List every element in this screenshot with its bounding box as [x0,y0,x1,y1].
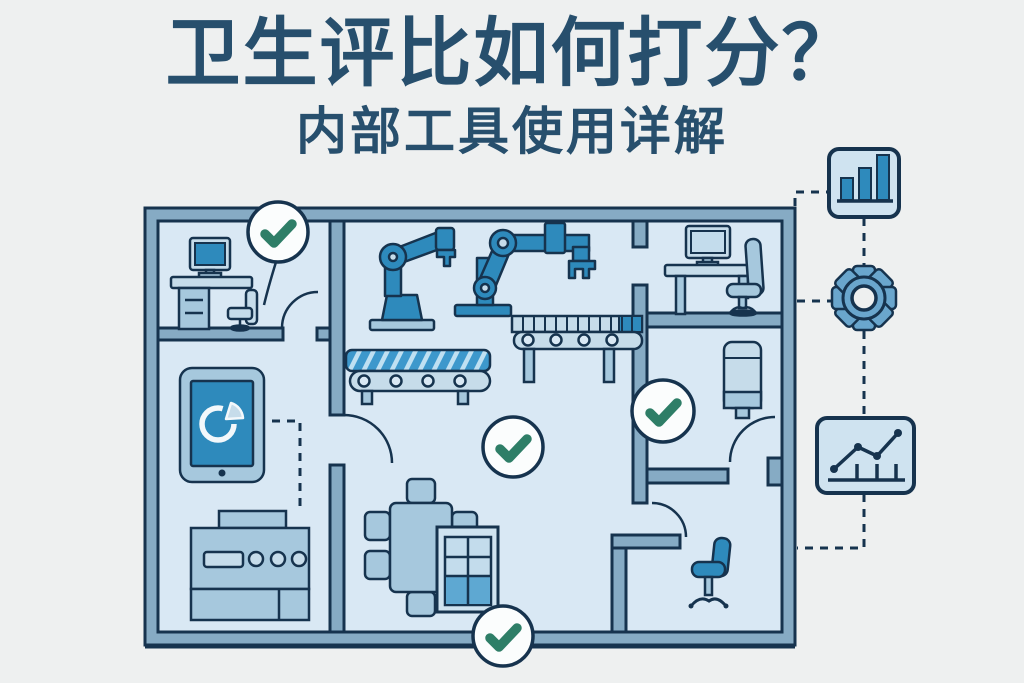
line-chart-icon [815,416,916,495]
office-chair [725,237,765,317]
control-machine [189,509,311,622]
page-subtitle: 内部工具使用详解 [295,103,728,160]
water-cooler [722,340,763,420]
office-chair [688,536,732,609]
conveyor-belt [510,314,644,384]
bar-chart-icon [827,147,901,219]
robotic-arms [368,221,597,332]
pie-chart-icon [199,405,237,443]
home-button-icon [218,469,226,477]
dashed-connectors [272,190,866,550]
gripper-icon [435,248,457,268]
tablet-with-pie-chart [178,366,266,484]
conveyor-belt [344,348,492,406]
window [435,525,500,614]
door-arc [280,290,319,329]
door-arc [343,413,394,464]
door-arc [728,415,776,463]
gear-icon [830,264,898,332]
door-arc [651,501,688,538]
page-title: 卫生评比如何打分？ [165,11,859,95]
desk-with-computer [169,236,259,332]
gripper-icon [567,259,597,280]
office-desk-with-chair [663,224,765,317]
checkmark-badges [246,200,696,668]
